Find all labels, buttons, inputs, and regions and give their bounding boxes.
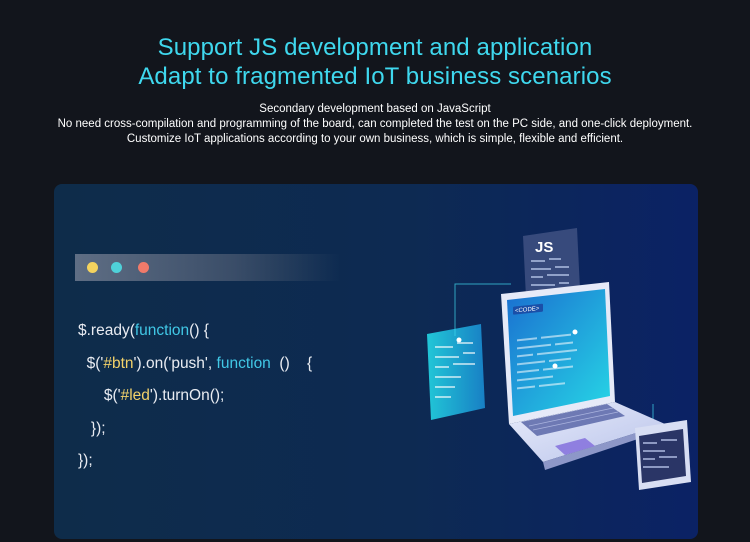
code-line-3: $('#led').turnOn(); [78, 380, 312, 413]
code-line-1: $.ready(function() { [78, 315, 312, 348]
title-line-2: Adapt to fragmented IoT business scenari… [138, 63, 612, 90]
code-line-5: }); [78, 452, 93, 469]
page-title: Support JS development and application A… [0, 33, 750, 91]
subtitle-line-3: Customize IoT applications according to … [126, 133, 624, 145]
code-keyword: function [216, 354, 271, 372]
window-dot-yellow-icon [87, 262, 98, 273]
page-subtitle: Secondary development based on JavaScrip… [0, 102, 750, 147]
code-window-left [427, 324, 485, 420]
subtitle-line-2: No need cross-compilation and programmin… [57, 118, 693, 130]
laptop-keyboard-base [509, 402, 665, 470]
window-dot-red-icon [138, 262, 149, 273]
code-line-2: $('#btn').on('push', function () { [78, 348, 313, 381]
code-window-right [635, 420, 691, 490]
laptop-screen: <CODE> [501, 282, 615, 424]
code-keyword: function [134, 322, 190, 339]
code-token: ').on('push', [133, 354, 217, 372]
code-string: #btn [103, 354, 134, 372]
code-line-4: }); [78, 419, 106, 437]
code-showcase-panel: $.ready(function() { $('#btn').on('push'… [54, 184, 698, 539]
title-line-1: Support JS development and application [157, 34, 593, 61]
code-string: #led [120, 387, 150, 404]
code-token: $(' [78, 354, 104, 372]
code-window-titlebar [75, 254, 340, 281]
code-token: $(' [78, 387, 121, 404]
code-token: () { [189, 322, 209, 339]
window-dot-cyan-icon [111, 262, 122, 273]
subtitle-line-1: Secondary development based on JavaScrip… [259, 103, 491, 115]
code-token: $.ready( [78, 322, 135, 339]
js-label: JS [535, 239, 553, 256]
code-tag: <CODE> [515, 306, 540, 315]
code-token: () { [270, 354, 313, 372]
code-snippet: $.ready(function() { $('#btn').on('push'… [78, 315, 312, 478]
laptop-illustration: JS <CODE> [427, 228, 691, 490]
code-token: ').turnOn(); [149, 387, 225, 404]
